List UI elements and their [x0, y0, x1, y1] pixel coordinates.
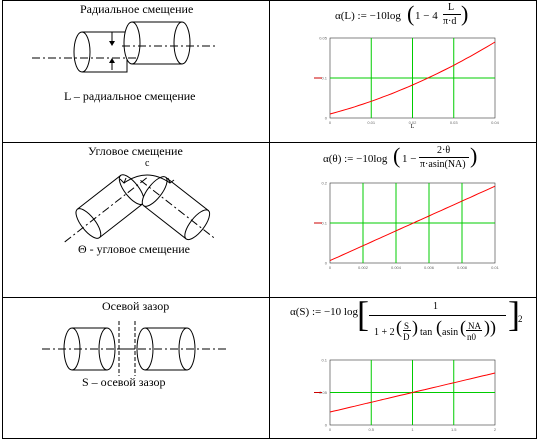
row3-formula: α(S) := −10 log: [290, 306, 358, 318]
x-tick-label: 0.5: [368, 427, 374, 432]
row1-num: L: [448, 2, 455, 13]
y-tick-label: 0.05: [319, 390, 328, 395]
x-tick-label: 2: [494, 427, 497, 432]
y-tick-label: 0.1: [321, 358, 327, 363]
row2-formula: α(θ) := −10log: [323, 153, 388, 165]
x-tick-label: 1.5: [451, 427, 457, 432]
row2-paren-left: (: [393, 143, 401, 168]
row3-asin: asin: [442, 327, 459, 338]
x-tick-label: 0.008: [457, 265, 468, 270]
curve-line: [329, 372, 496, 413]
y-tick-label: 0: [325, 423, 328, 428]
row2-fraction-bar: [419, 157, 469, 158]
y-tick-label: 0: [325, 261, 328, 266]
row3-paren-tan-left: (: [436, 317, 442, 337]
x-tick-label: 0.01: [367, 120, 376, 125]
y-tick-label: 0.1: [321, 76, 327, 81]
row3-paren-close: )): [484, 317, 496, 337]
x-tick-label: 0.01: [491, 265, 500, 270]
row1-inner: 1 − 4: [415, 10, 438, 22]
x-tick-label: 0.02: [409, 120, 418, 125]
x-tick-label: 0.004: [391, 265, 402, 270]
row2-paren-right: ): [470, 143, 478, 168]
row2-plot: 0.2 0.1 00 0.002 0.004 0.006 0.008 0.01: [314, 181, 500, 270]
curve-line: [329, 41, 496, 115]
row1-caption: L – радиальное смещение: [64, 89, 196, 103]
row1-fraction-bar: [443, 14, 461, 15]
row2-angle-label: c: [145, 158, 150, 169]
x-tick-label: 0.006: [424, 265, 435, 270]
row3-fraction-bar: [369, 315, 506, 316]
row3-s: S: [404, 321, 410, 331]
curve-line: [329, 185, 496, 262]
row2-title: Угловое смещение: [88, 144, 183, 158]
row1-den: π·d: [443, 16, 457, 27]
x-tick-label: 0: [329, 265, 332, 270]
row3-paren-sd-left: (: [396, 317, 402, 337]
row3-den-a: 1 + 2: [374, 327, 395, 338]
x-tick-label: 1: [411, 427, 414, 432]
axial-gap-diagram: [42, 321, 227, 376]
row3-bracket-left: [: [357, 294, 369, 334]
row3-bracket-right: ]: [508, 294, 520, 334]
x-tick-label: 0.002: [358, 265, 369, 270]
radial-offset-diagram: [32, 21, 217, 73]
row3-num-top: 1: [433, 301, 438, 312]
row3-na: NA: [468, 321, 481, 331]
row3-caption: S – осевой зазор: [82, 375, 166, 389]
row3-paren-sd-right: ): [412, 317, 418, 337]
row3-sd-bar: [403, 330, 411, 331]
row3-paren-asin-left: (: [460, 317, 466, 337]
row3-pow: 2: [518, 314, 523, 324]
row3-d: D: [403, 332, 410, 342]
angular-offset-diagram: [64, 174, 216, 243]
row2-num: 2·θ: [437, 145, 451, 156]
row1-paren-right: ): [461, 1, 469, 26]
y-tick-label: 0.2: [321, 181, 327, 186]
y-tick-label: 0: [325, 116, 328, 121]
x-tick-label: 0.03: [450, 120, 459, 125]
x-axis-label: L: [411, 124, 415, 128]
row3-na-bar: [466, 330, 482, 331]
x-tick-label: 0: [329, 120, 332, 125]
row2-inner: 1 −: [402, 153, 417, 165]
row3-tan: tan: [420, 327, 433, 338]
row3-n0: n0: [467, 332, 476, 342]
row2-den: π·asin(NA): [420, 159, 466, 170]
row1-formula: α(L) := −10log: [335, 10, 401, 22]
y-tick-label: 0.1: [321, 221, 327, 226]
row1-plot: 0.05 0.1 00 0.01 0.02 0.03 0.04L: [314, 36, 500, 128]
x-tick-label: 0: [329, 427, 332, 432]
row1-paren-left: (: [407, 1, 415, 26]
row3-plot: 0.1 0.05 00 0.5 1 1.5 2: [314, 358, 497, 432]
x-tick-label: 0.04: [491, 120, 500, 125]
row2-caption: Θ - угловое смещение: [78, 242, 191, 256]
row1-title: Радиальное смещение: [80, 2, 194, 16]
y-tick-label: 0.05: [319, 36, 328, 41]
row3-title: Осевой зазор: [102, 299, 170, 313]
